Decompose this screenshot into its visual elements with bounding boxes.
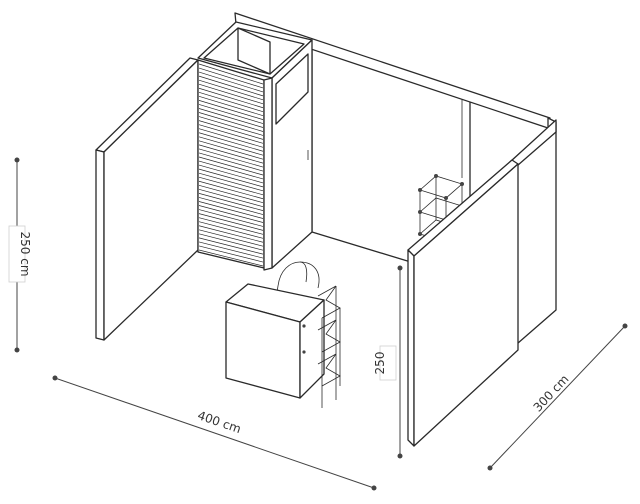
slat-line [198, 233, 264, 251]
slat-line [198, 221, 264, 239]
slat-line [198, 108, 264, 128]
counter [225, 283, 325, 399]
slat-line [198, 116, 264, 136]
slat-line [198, 136, 264, 156]
slat-line [198, 168, 264, 188]
slat-line [198, 132, 264, 152]
slat-line [198, 209, 264, 227]
dimension-label-height-front: 250 [373, 352, 387, 375]
dimension-height-left: 250 cm [8, 157, 32, 353]
slat-line [198, 144, 264, 164]
slat-line [198, 71, 264, 93]
slat-line [198, 249, 264, 267]
slat-line [198, 197, 264, 215]
slat-line [198, 112, 264, 132]
slat-line [198, 164, 264, 184]
dimension-label-height-left: 250 cm [18, 231, 32, 276]
slat-line [198, 241, 264, 259]
slat-line [198, 100, 264, 120]
slat-line [198, 83, 264, 105]
storage-cabin [197, 21, 313, 271]
slat-line [198, 96, 264, 116]
dimension-label-width: 400 cm [196, 408, 243, 436]
slat-line [198, 63, 264, 85]
slat-line [198, 237, 264, 255]
dimension-label-depth: 300 cm [531, 372, 572, 414]
slat-line [198, 91, 264, 113]
slat-line [198, 148, 264, 168]
front-right-wall [407, 159, 519, 447]
slat-line [198, 217, 264, 235]
slat-line [198, 152, 264, 172]
slat-line [198, 75, 264, 97]
slat-line [198, 184, 264, 204]
slat-line [198, 189, 264, 207]
slat-line [198, 180, 264, 200]
left-wall [95, 57, 199, 341]
right-wall [509, 119, 557, 351]
slat-line [198, 120, 264, 140]
slat-line [198, 124, 264, 144]
slat-line [198, 229, 264, 247]
slat-line [198, 156, 264, 176]
slat-line [198, 172, 264, 192]
slat-line [198, 140, 264, 160]
slat-line [198, 201, 264, 219]
slat-line [198, 245, 264, 263]
slat-line [198, 128, 264, 148]
slat-line [198, 193, 264, 211]
slat-line [198, 205, 264, 223]
slat-line [198, 176, 264, 196]
slat-line [198, 79, 264, 101]
slat-line [198, 225, 264, 243]
dimension-height-front: 250 [373, 265, 403, 459]
slat-line [198, 67, 264, 89]
slat-line [198, 213, 264, 231]
brochure-rack [302, 285, 341, 408]
slat-line [198, 104, 264, 124]
slat-line [198, 160, 264, 180]
dimension-width: 400 cm [52, 375, 377, 491]
slat-line [198, 87, 264, 109]
slat-wall-slats [198, 63, 264, 267]
